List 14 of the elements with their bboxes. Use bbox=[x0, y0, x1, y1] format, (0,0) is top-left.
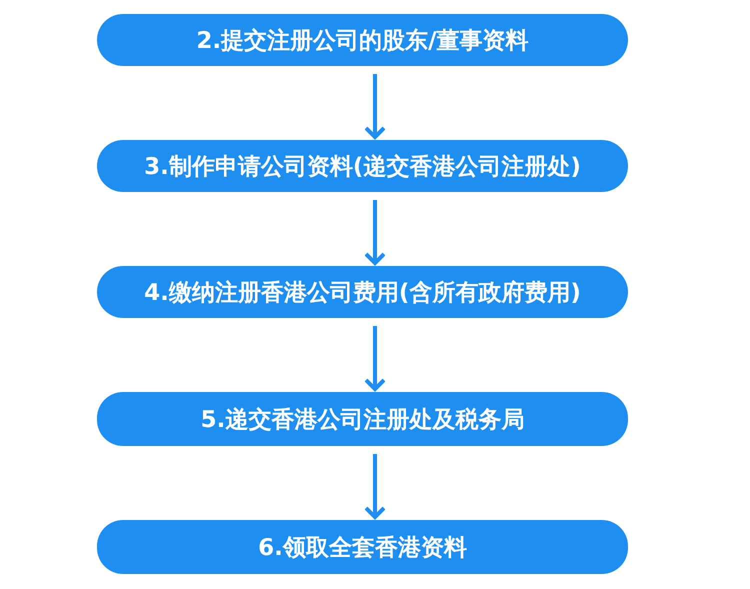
arrow bbox=[364, 74, 386, 139]
step-label: 4.缴纳注册香港公司费用(含所有政府费用) bbox=[144, 278, 581, 308]
process-pill bbox=[97, 520, 628, 574]
step-label: 2.提交注册公司的股东/董事资料 bbox=[196, 26, 529, 56]
step-label: 6.领取全套香港资料 bbox=[258, 534, 467, 562]
process-pill bbox=[97, 14, 628, 66]
process-pill bbox=[97, 140, 628, 192]
step-label: 5.递交香港公司注册处及税务局 bbox=[200, 406, 524, 434]
arrow bbox=[364, 326, 386, 391]
process-pill bbox=[97, 392, 628, 446]
process-pill bbox=[97, 266, 628, 318]
arrow bbox=[364, 454, 386, 519]
step-label: 3.制作申请公司资料(递交香港公司注册处) bbox=[144, 152, 581, 182]
arrow bbox=[364, 200, 386, 265]
